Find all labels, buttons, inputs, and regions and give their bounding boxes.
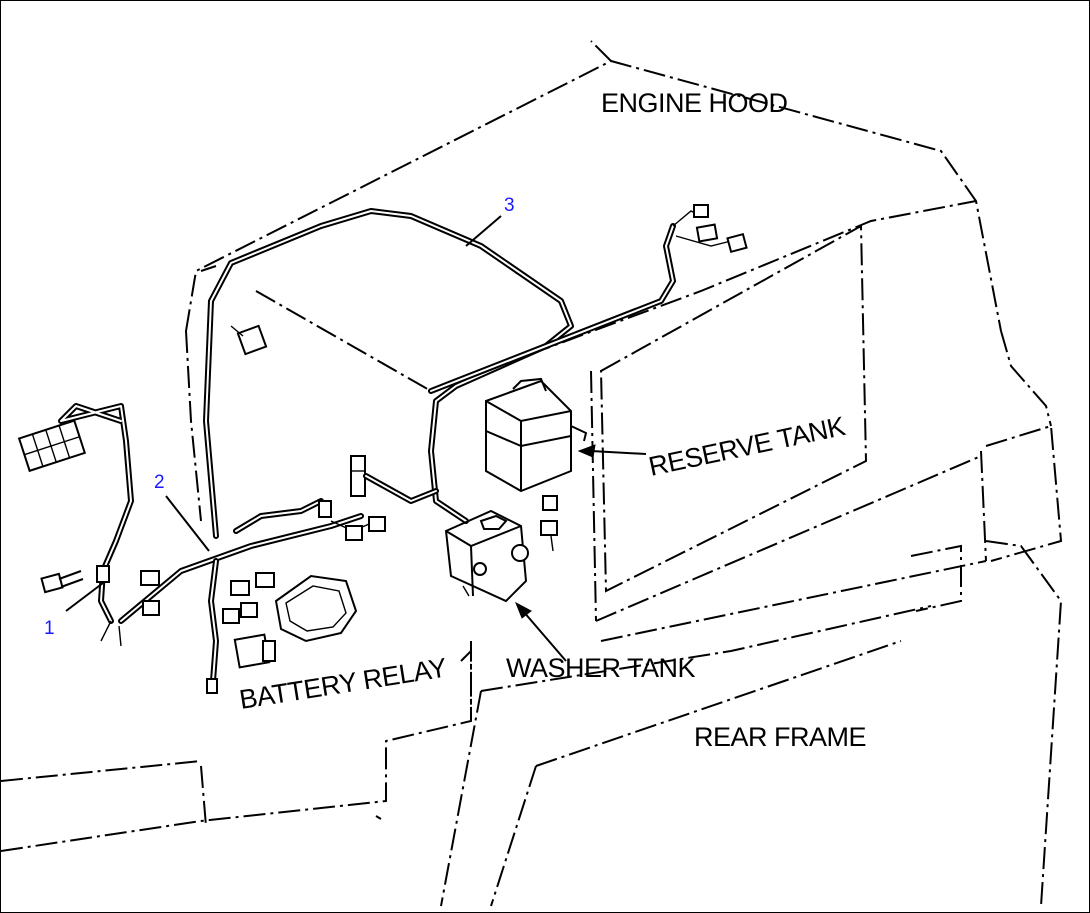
leader-lines — [65, 215, 647, 662]
callout-3: 3 — [504, 195, 515, 216]
label-reserve-tank: RESERVE TANK — [646, 411, 848, 482]
engine-hood-outline — [185, 40, 1063, 907]
label-engine-hood: ENGINE HOOD — [601, 88, 788, 118]
label-rear-frame: REAR FRAME — [694, 722, 866, 752]
callout-1: 1 — [44, 618, 55, 639]
left-harness-and-connector-block — [17, 403, 134, 624]
washer-tank — [444, 509, 529, 603]
wiring-harness-3 — [203, 208, 732, 539]
harness-connector-left — [230, 324, 268, 356]
callout-2: 2 — [154, 472, 165, 493]
rear-frame-outline — [1, 605, 932, 907]
harness-clip — [350, 455, 439, 504]
reserve-tank — [485, 377, 588, 552]
top-right-connectors — [693, 204, 748, 254]
label-washer-tank: WASHER TANK — [506, 653, 696, 683]
relay-area-connectors — [100, 498, 386, 694]
battery-relay — [233, 574, 358, 669]
